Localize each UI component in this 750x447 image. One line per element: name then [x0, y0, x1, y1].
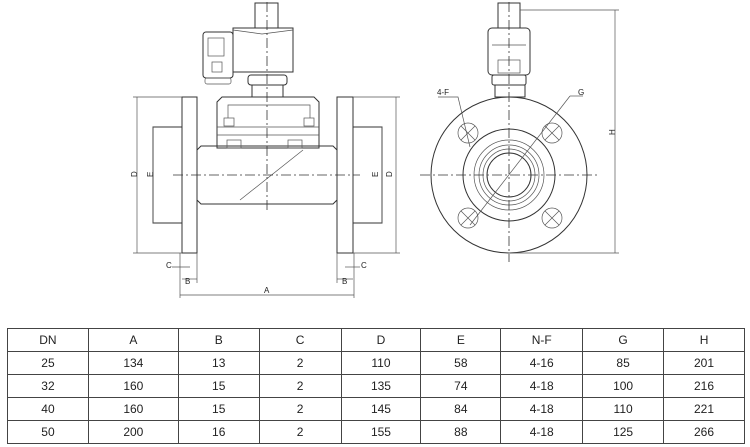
dim-c-label: C [166, 261, 172, 270]
table-cell: 13 [177, 351, 260, 375]
table-cell: 145 [340, 397, 422, 421]
side-view: D E E D A B B C C [130, 2, 400, 298]
dim-a-label: A [264, 286, 270, 295]
valve-drawing: D E E D A B B C C 4-F G [130, 2, 619, 298]
dim-d-label-right: D [385, 171, 394, 177]
column-header: G [582, 328, 665, 352]
dim-e-label-right: E [371, 172, 380, 177]
table-cell: 25 [7, 351, 89, 375]
dim-h-label: H [608, 129, 617, 135]
dim-b-label-right: B [342, 277, 347, 286]
bonnet [216, 96, 320, 149]
table-cell: 2 [258, 351, 342, 375]
table-cell: 16 [177, 420, 260, 444]
end-view: 4-F G H [420, 2, 619, 262]
table-cell: 4-18 [500, 420, 584, 444]
column-header: C [258, 328, 342, 352]
table-cell: 4-18 [500, 374, 584, 398]
table-cell: 4-18 [500, 397, 584, 421]
table-cell: 15 [177, 397, 260, 421]
table-cell: 15 [177, 374, 260, 398]
dim-c-label-right: C [361, 261, 367, 270]
column-header: E [420, 328, 502, 352]
bolt-hole-label: 4-F [437, 88, 449, 97]
column-header: DN [7, 328, 89, 352]
table-cell: 266 [663, 420, 745, 444]
table-cell: 40 [7, 397, 89, 421]
valve-body [196, 145, 338, 205]
table-cell: 50 [7, 420, 89, 444]
table-cell: 134 [87, 351, 179, 375]
table-cell: 58 [420, 351, 502, 375]
column-header: D [340, 328, 422, 352]
column-header: A [87, 328, 179, 352]
table-cell: 2 [258, 374, 342, 398]
dim-b-label: B [185, 277, 190, 286]
table-cell: 200 [87, 420, 179, 444]
table-cell: 160 [87, 397, 179, 421]
table-cell: 4-16 [500, 351, 584, 375]
table-cell: 74 [420, 374, 502, 398]
table-cell: 100 [582, 374, 665, 398]
table-cell: 135 [340, 374, 422, 398]
stem [254, 2, 279, 29]
table-cell: 2 [258, 397, 342, 421]
table-cell: 85 [582, 351, 665, 375]
coil [232, 27, 294, 73]
table-cell: 110 [582, 397, 665, 421]
column-header: H [663, 328, 745, 352]
column-header: B [177, 328, 260, 352]
table-cell: 88 [420, 420, 502, 444]
bolt-holes [457, 122, 563, 229]
dim-e-label: E [146, 172, 155, 177]
table-cell: 160 [87, 374, 179, 398]
connector [202, 31, 234, 79]
table-cell: 155 [340, 420, 422, 444]
table-cell: 32 [7, 374, 89, 398]
table-cell: 125 [582, 420, 665, 444]
table-cell: 201 [663, 351, 745, 375]
table-cell: 216 [663, 374, 745, 398]
table-cell: 110 [340, 351, 422, 375]
column-header: N-F [500, 328, 584, 352]
dim-d-label: D [130, 171, 139, 177]
table-cell: 221 [663, 397, 745, 421]
table-cell: 84 [420, 397, 502, 421]
table-cell: 2 [258, 420, 342, 444]
pcd-label: G [578, 88, 584, 97]
